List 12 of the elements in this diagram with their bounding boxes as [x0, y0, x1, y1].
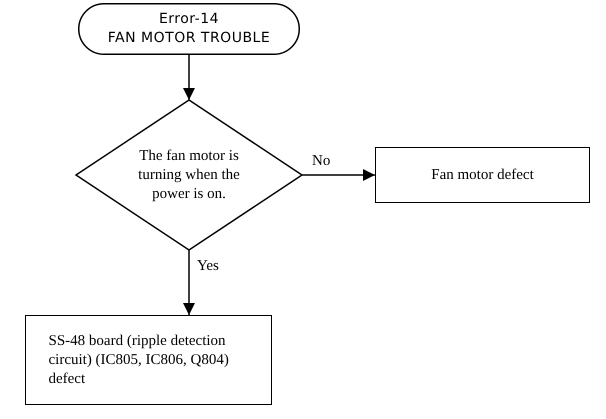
node-text: The fan motor is turning when the power is on. — [137, 146, 241, 204]
process-box — [375, 147, 590, 203]
node-text: Fan motor defect — [431, 166, 534, 184]
node-text: FAN MOTOR TROUBLE — [108, 29, 270, 48]
decision-diamond — [76, 100, 302, 250]
arrow — [183, 250, 195, 315]
terminator-shape — [78, 3, 300, 55]
arrow — [302, 169, 375, 181]
arrow — [183, 55, 195, 100]
process-box — [25, 315, 272, 405]
error-code: Error-14 — [158, 10, 220, 29]
node-text: SS-48 board (ripple detection circuit) (IC805, IC806, Q804) defect — [48, 332, 230, 388]
